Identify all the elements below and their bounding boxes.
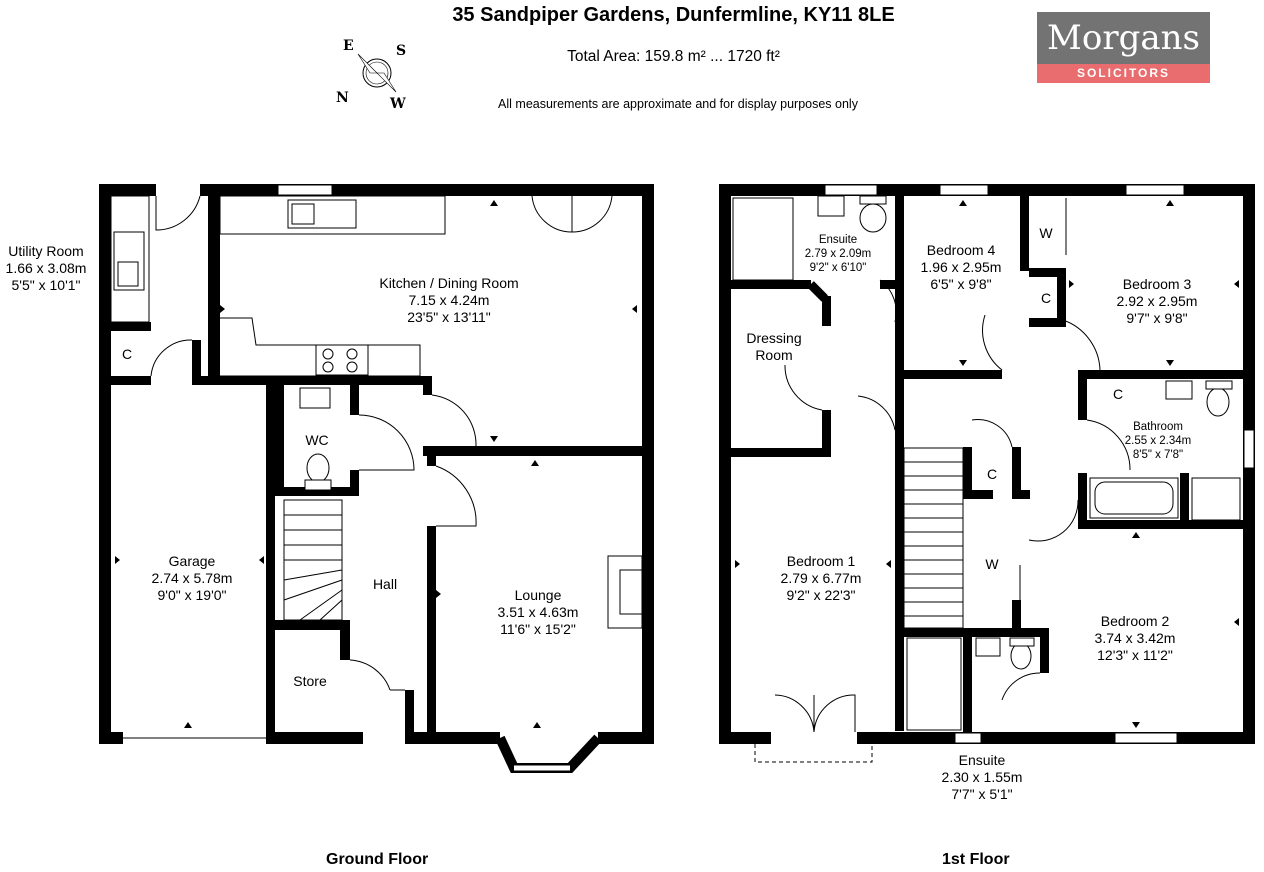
lounge-name: Lounge bbox=[514, 587, 562, 603]
total-area: Total Area: 159.8 m² ... 1720 ft² bbox=[567, 48, 780, 65]
garage-metric: 2.74 x 5.78m bbox=[151, 570, 233, 586]
ensuite2-imperial: 7'7" x 5'1" bbox=[951, 786, 1013, 802]
garage-imperial: 9'0" x 19'0" bbox=[157, 587, 227, 603]
utility-name: Utility Room bbox=[8, 243, 84, 259]
room-ensuite-1: Ensuite 2.79 x 2.09m 9'2" x 6'10" bbox=[805, 233, 871, 275]
ensuite1-metric: 2.79 x 2.09m bbox=[804, 248, 872, 260]
ensuite1-name: Ensuite bbox=[818, 234, 858, 246]
bay-window bbox=[495, 734, 602, 773]
compass-s: S bbox=[396, 43, 407, 59]
compass-n: N bbox=[336, 90, 349, 106]
garage-name: Garage bbox=[168, 553, 216, 569]
logo-tagline: SOLICITORS bbox=[1037, 64, 1210, 83]
room-garage: Garage 2.74 x 5.78m 9'0" x 19'0" bbox=[152, 553, 233, 604]
kitchen-name: Kitchen / Dining Room bbox=[379, 275, 519, 291]
room-bedroom-4: Bedroom 4 1.96 x 2.95m 6'5" x 9'8" bbox=[921, 242, 1002, 293]
ensuite2-metric: 2.30 x 1.55m bbox=[941, 769, 1023, 785]
room-ensuite-2: Ensuite 2.30 x 1.55m 7'7" x 5'1" bbox=[942, 752, 1023, 803]
room-hall: Hall bbox=[372, 576, 398, 592]
room-store: Store bbox=[293, 673, 327, 689]
bedroom2-name: Bedroom 2 bbox=[1100, 613, 1170, 629]
first-stairs bbox=[903, 447, 964, 629]
bedroom4-imperial: 6'5" x 9'8" bbox=[930, 276, 992, 292]
room-cupboard-1: C bbox=[1040, 290, 1052, 306]
bathroom-metric: 2.55 x 2.34m bbox=[1124, 435, 1192, 447]
room-ground-cupboard: C bbox=[121, 346, 133, 362]
bedroom3-metric: 2.92 x 2.95m bbox=[1116, 293, 1198, 309]
property-address: 35 Sandpiper Gardens, Dunfermline, KY11 … bbox=[452, 4, 895, 26]
bedroom1-imperial: 9'2" x 22'3" bbox=[786, 587, 856, 603]
bedroom3-imperial: 9'7" x 9'8" bbox=[1126, 310, 1188, 326]
ensuite2-name: Ensuite bbox=[958, 752, 1006, 768]
fixtures bbox=[110, 195, 1241, 731]
room-bedroom-1: Bedroom 1 2.79 x 6.77m 9'2" x 22'3" bbox=[781, 553, 862, 604]
bedroom2-imperial: 12'3" x 11'2" bbox=[1097, 647, 1173, 663]
lounge-imperial: 11'6" x 15'2" bbox=[500, 621, 576, 637]
bedroom1-name: Bedroom 1 bbox=[786, 553, 856, 569]
ground-floor-label: Ground Floor bbox=[326, 851, 429, 868]
bedroom4-metric: 1.96 x 2.95m bbox=[920, 259, 1002, 275]
room-dressing: Dressing Room bbox=[746, 330, 801, 364]
windows bbox=[277, 184, 1255, 744]
logo-name: Morgans bbox=[1037, 12, 1210, 64]
room-bedroom-2: Bedroom 2 3.74 x 3.42m 12'3" x 11'2" bbox=[1095, 613, 1176, 664]
utility-imperial: 5'5" x 10'1" bbox=[11, 277, 81, 293]
room-wc: WC bbox=[305, 432, 329, 448]
compass-w: W bbox=[390, 96, 406, 112]
door-swings bbox=[150, 195, 1131, 763]
room-bedroom-3: Bedroom 3 2.92 x 2.95m 9'7" x 9'8" bbox=[1117, 276, 1198, 327]
dressing-line1: Dressing bbox=[746, 330, 802, 346]
compass-e: E bbox=[343, 38, 354, 54]
first-floor-label: 1st Floor bbox=[942, 851, 1010, 868]
room-utility: Utility Room 1.66 x 3.08m 5'5" x 10'1" bbox=[6, 243, 87, 294]
ensuite1-imperial: 9'2" x 6'10" bbox=[809, 262, 867, 274]
ground-floor-walls bbox=[99, 184, 654, 744]
bedroom1-metric: 2.79 x 6.77m bbox=[780, 570, 862, 586]
room-bathroom: Bathroom 2.55 x 2.34m 8'5" x 7'8" bbox=[1125, 420, 1191, 462]
disclaimer: All measurements are approximate and for… bbox=[498, 97, 858, 111]
kitchen-metric: 7.15 x 4.24m bbox=[408, 292, 490, 308]
kitchen-imperial: 23'5" x 13'11" bbox=[407, 309, 491, 325]
room-lounge: Lounge 3.51 x 4.63m 11'6" x 15'2" bbox=[498, 587, 579, 638]
bedroom4-name: Bedroom 4 bbox=[926, 242, 996, 258]
dressing-line2: Room bbox=[755, 347, 793, 363]
bedroom2-metric: 3.74 x 3.42m bbox=[1094, 630, 1176, 646]
lounge-metric: 3.51 x 4.63m bbox=[497, 604, 579, 620]
utility-metric: 1.66 x 3.08m bbox=[5, 260, 87, 276]
morgans-logo: Morgans SOLICITORS bbox=[1037, 12, 1210, 83]
bedroom3-name: Bedroom 3 bbox=[1122, 276, 1192, 292]
room-kitchen: Kitchen / Dining Room 7.15 x 4.24m 23'5"… bbox=[379, 275, 518, 326]
room-wardrobe-2: W bbox=[985, 556, 999, 572]
bathroom-name: Bathroom bbox=[1133, 421, 1183, 433]
room-cupboard-2: C bbox=[1112, 386, 1124, 402]
ground-stairs bbox=[283, 499, 343, 621]
bathroom-imperial: 8'5" x 7'8" bbox=[1132, 449, 1184, 461]
room-markers bbox=[115, 200, 1239, 728]
room-cupboard-3: C bbox=[986, 466, 998, 482]
room-wardrobe-1: W bbox=[1039, 225, 1053, 241]
